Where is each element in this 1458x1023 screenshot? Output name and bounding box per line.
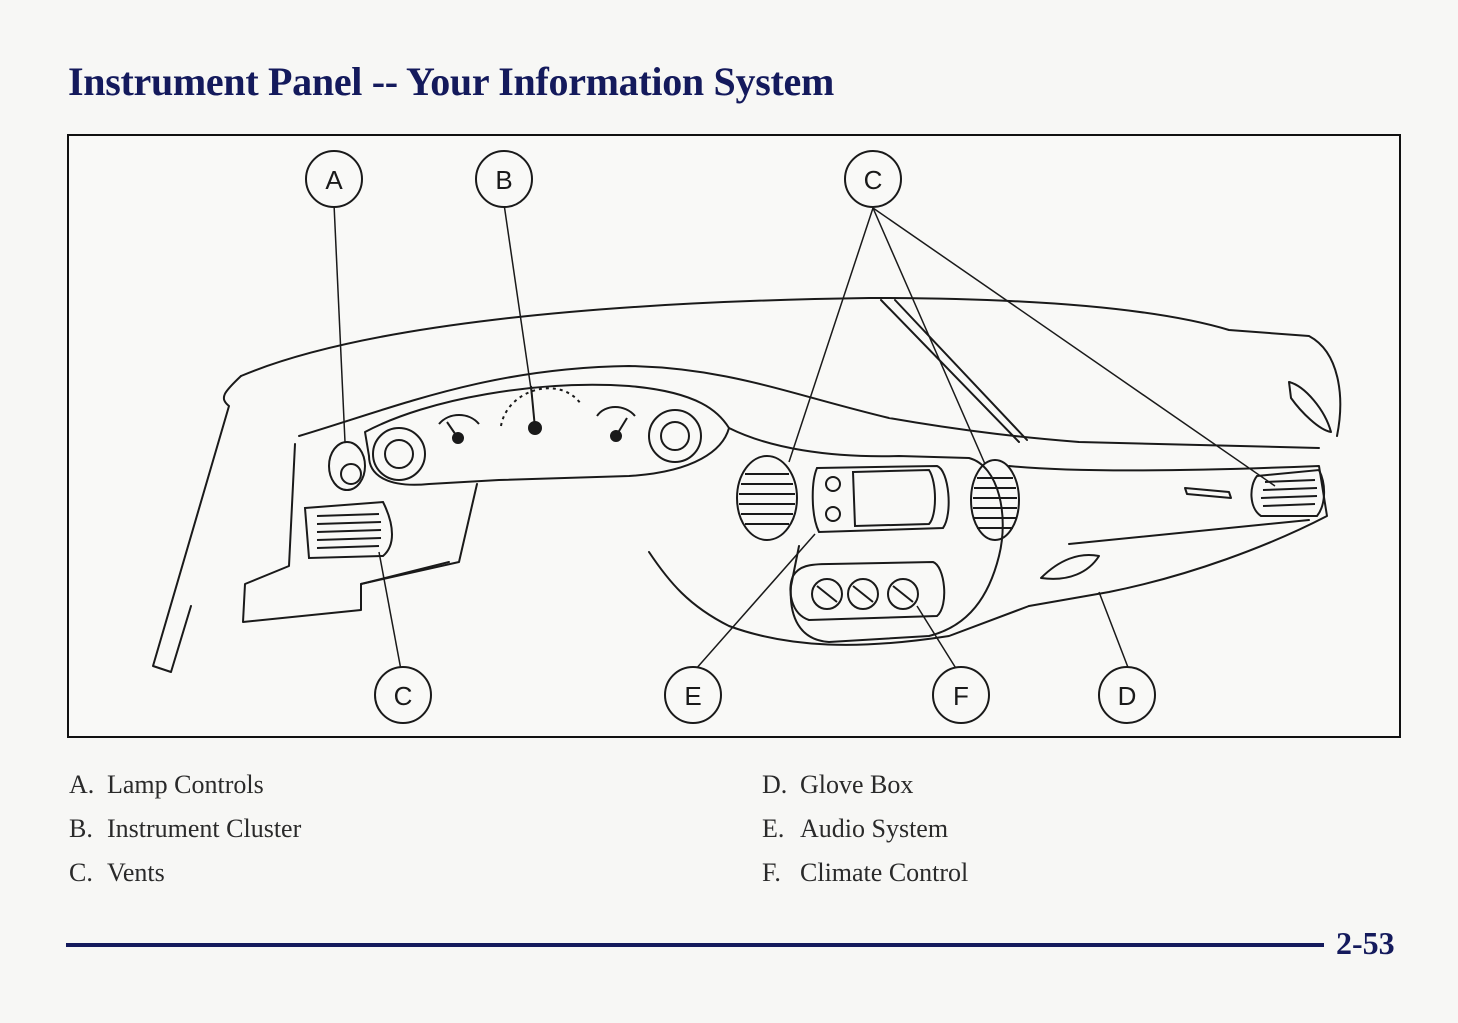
callout-d: D (1099, 667, 1155, 723)
dash-right-endcap (1289, 382, 1331, 432)
legend-letter: A. (69, 765, 107, 805)
legend-item-audio-system: E.Audio System (762, 809, 968, 853)
callout-c-top-label: C (864, 165, 883, 195)
legend-item-vents: C.Vents (69, 853, 301, 897)
callout-f-label: F (953, 681, 969, 711)
legend-label: Audio System (800, 814, 948, 843)
callout-c-bottom-label: C (394, 681, 413, 711)
vent-center-left (737, 456, 797, 540)
dash-front-edge (299, 366, 1319, 448)
legend-label: Vents (107, 858, 165, 887)
callout-d-label: D (1118, 681, 1137, 711)
instrument-panel-diagram: A B C C E F D (69, 136, 1399, 736)
legend-letter: D. (762, 765, 800, 805)
legend-label: Instrument Cluster (107, 814, 301, 843)
legend-label: Glove Box (800, 770, 913, 799)
legend-item-glove-box: D.Glove Box (762, 765, 968, 809)
callout-c-bottom: C (375, 667, 431, 723)
vent-left-lower (305, 502, 392, 558)
leader-b (504, 204, 532, 396)
instrument-panel-figure: A B C C E F D (67, 134, 1401, 738)
instrument-cluster-gauges (373, 386, 701, 480)
dash-left-side (153, 376, 241, 672)
callout-f: F (933, 667, 989, 723)
legend-letter: F. (762, 853, 800, 893)
leader-e (695, 534, 815, 670)
footer-rule (66, 943, 1324, 947)
callout-leaders (334, 204, 1275, 670)
callout-a-label: A (325, 165, 343, 195)
legend-right-column: D.Glove Box E.Audio System F.Climate Con… (762, 765, 968, 897)
leader-a (334, 204, 345, 442)
legend-label: Lamp Controls (107, 770, 264, 799)
legend-item-instrument-cluster: B.Instrument Cluster (69, 809, 301, 853)
legend-letter: B. (69, 809, 107, 849)
legend-label: Climate Control (800, 858, 968, 887)
callout-e: E (665, 667, 721, 723)
leader-d (1099, 592, 1129, 670)
page-title: Instrument Panel -- Your Information Sys… (68, 58, 834, 105)
audio-system-unit (813, 466, 949, 532)
lamp-control-knob (329, 442, 365, 490)
center-stack-outline (729, 428, 1003, 642)
callout-a: A (306, 151, 362, 207)
callout-e-label: E (684, 681, 701, 711)
leader-c-bottom (379, 552, 401, 670)
page-number: 2-53 (1336, 925, 1395, 962)
legend-item-lamp-controls: A.Lamp Controls (69, 765, 301, 809)
glove-box-handle (1041, 555, 1099, 579)
callout-b-label: B (495, 165, 512, 195)
leader-c-top-1 (789, 208, 873, 462)
callout-c-top: C (845, 151, 901, 207)
legend-left-column: A.Lamp Controls B.Instrument Cluster C.V… (69, 765, 301, 897)
legend-item-climate-control: F.Climate Control (762, 853, 968, 897)
passenger-lower-outline (1009, 466, 1327, 606)
vent-center-right (971, 460, 1019, 540)
legend-letter: C. (69, 853, 107, 893)
callout-b: B (476, 151, 532, 207)
passenger-slot (1185, 488, 1231, 498)
legend-letter: E. (762, 809, 800, 849)
lower-console (649, 552, 1029, 645)
